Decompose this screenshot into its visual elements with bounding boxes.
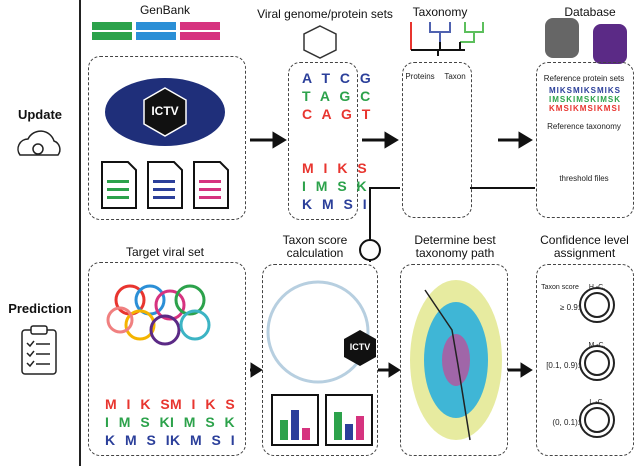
ref-protein-row: MIKSMIKSMIKS (549, 86, 621, 95)
taxon-score-header: Taxon score (541, 284, 579, 291)
protein-row: K M S I (170, 432, 238, 448)
target-box (88, 262, 246, 456)
protein-row: M I K S (302, 160, 370, 176)
monitor-icon (359, 239, 381, 261)
taxonomy-path-ellipses (410, 280, 502, 441)
update-label: Update (17, 107, 63, 122)
confidence-title: Confidence level assignment (540, 233, 629, 260)
protein-row: K M S I (105, 432, 173, 448)
level-range: [0.1, 0.9): (546, 361, 580, 370)
document-icons (101, 161, 229, 209)
database-icon (545, 18, 627, 64)
threshold-files-label: threshold files (559, 174, 609, 183)
taxon-score-title: Taxon score calculation (282, 233, 348, 260)
taxon-col-label: Taxon (444, 72, 466, 81)
ictv-hex (344, 330, 376, 366)
level-label: M.-C. (588, 342, 606, 349)
target-title: Target viral set (125, 245, 205, 259)
viral-sets-title: Viral genome/protein sets (257, 7, 393, 21)
level-range: ≥ 0.9: (560, 303, 580, 312)
nucleotide-row: C A G T (302, 106, 374, 122)
database-box (536, 62, 634, 218)
viral-sets-box (288, 62, 358, 220)
database-title: Database (564, 5, 616, 19)
genbank-title: GenBank (139, 3, 191, 17)
level-label: H.-C. (588, 284, 606, 291)
confidence-box (536, 264, 634, 456)
ref-protein-label: Reference protein sets (543, 74, 625, 83)
bar-chart-docs (271, 394, 373, 446)
level-range: (0, 0.1): (552, 418, 580, 427)
genbank-servers-icon (92, 22, 220, 40)
ictv-logo: ICTV (349, 342, 371, 352)
phylogeny-tree-icon (410, 22, 484, 56)
protein-row: I M S K (170, 414, 238, 430)
ref-protein-row: KMSIKMSIKMSI (549, 104, 621, 113)
viral-rings (106, 284, 211, 346)
best-path-box (400, 264, 508, 456)
taxonomy-box (402, 62, 472, 218)
best-path-title: Determine best taxonomy path (414, 233, 496, 260)
cloud-sync-icon (17, 130, 61, 156)
protein-row: I M S K (302, 178, 370, 194)
ref-taxonomy-label: Reference taxonomy (547, 122, 621, 131)
protein-row: M I K S (105, 396, 173, 412)
confidence-seals (579, 287, 615, 438)
nucleotide-row: T A G C (302, 88, 374, 104)
ictv-logo: ICTV (151, 104, 179, 118)
level-label: L.-C. (589, 399, 605, 406)
virus-icon (303, 25, 337, 59)
genbank-box (88, 56, 246, 220)
ref-protein-row: IMSKIMSKIMSK (549, 95, 621, 104)
nucleotide-row: A T C G (302, 70, 374, 86)
proteins-col-label: Proteins (405, 72, 435, 81)
prediction-label: Prediction (8, 301, 72, 316)
chord-diagram (266, 280, 370, 384)
protein-row: I M S K (105, 414, 173, 430)
protein-row: K M S I (302, 196, 370, 212)
taxonomy-title: Taxonomy (412, 5, 468, 19)
taxon-score-box (262, 264, 378, 456)
clipboard-checklist-icon (21, 325, 57, 375)
protein-row: M I K S (170, 396, 238, 412)
